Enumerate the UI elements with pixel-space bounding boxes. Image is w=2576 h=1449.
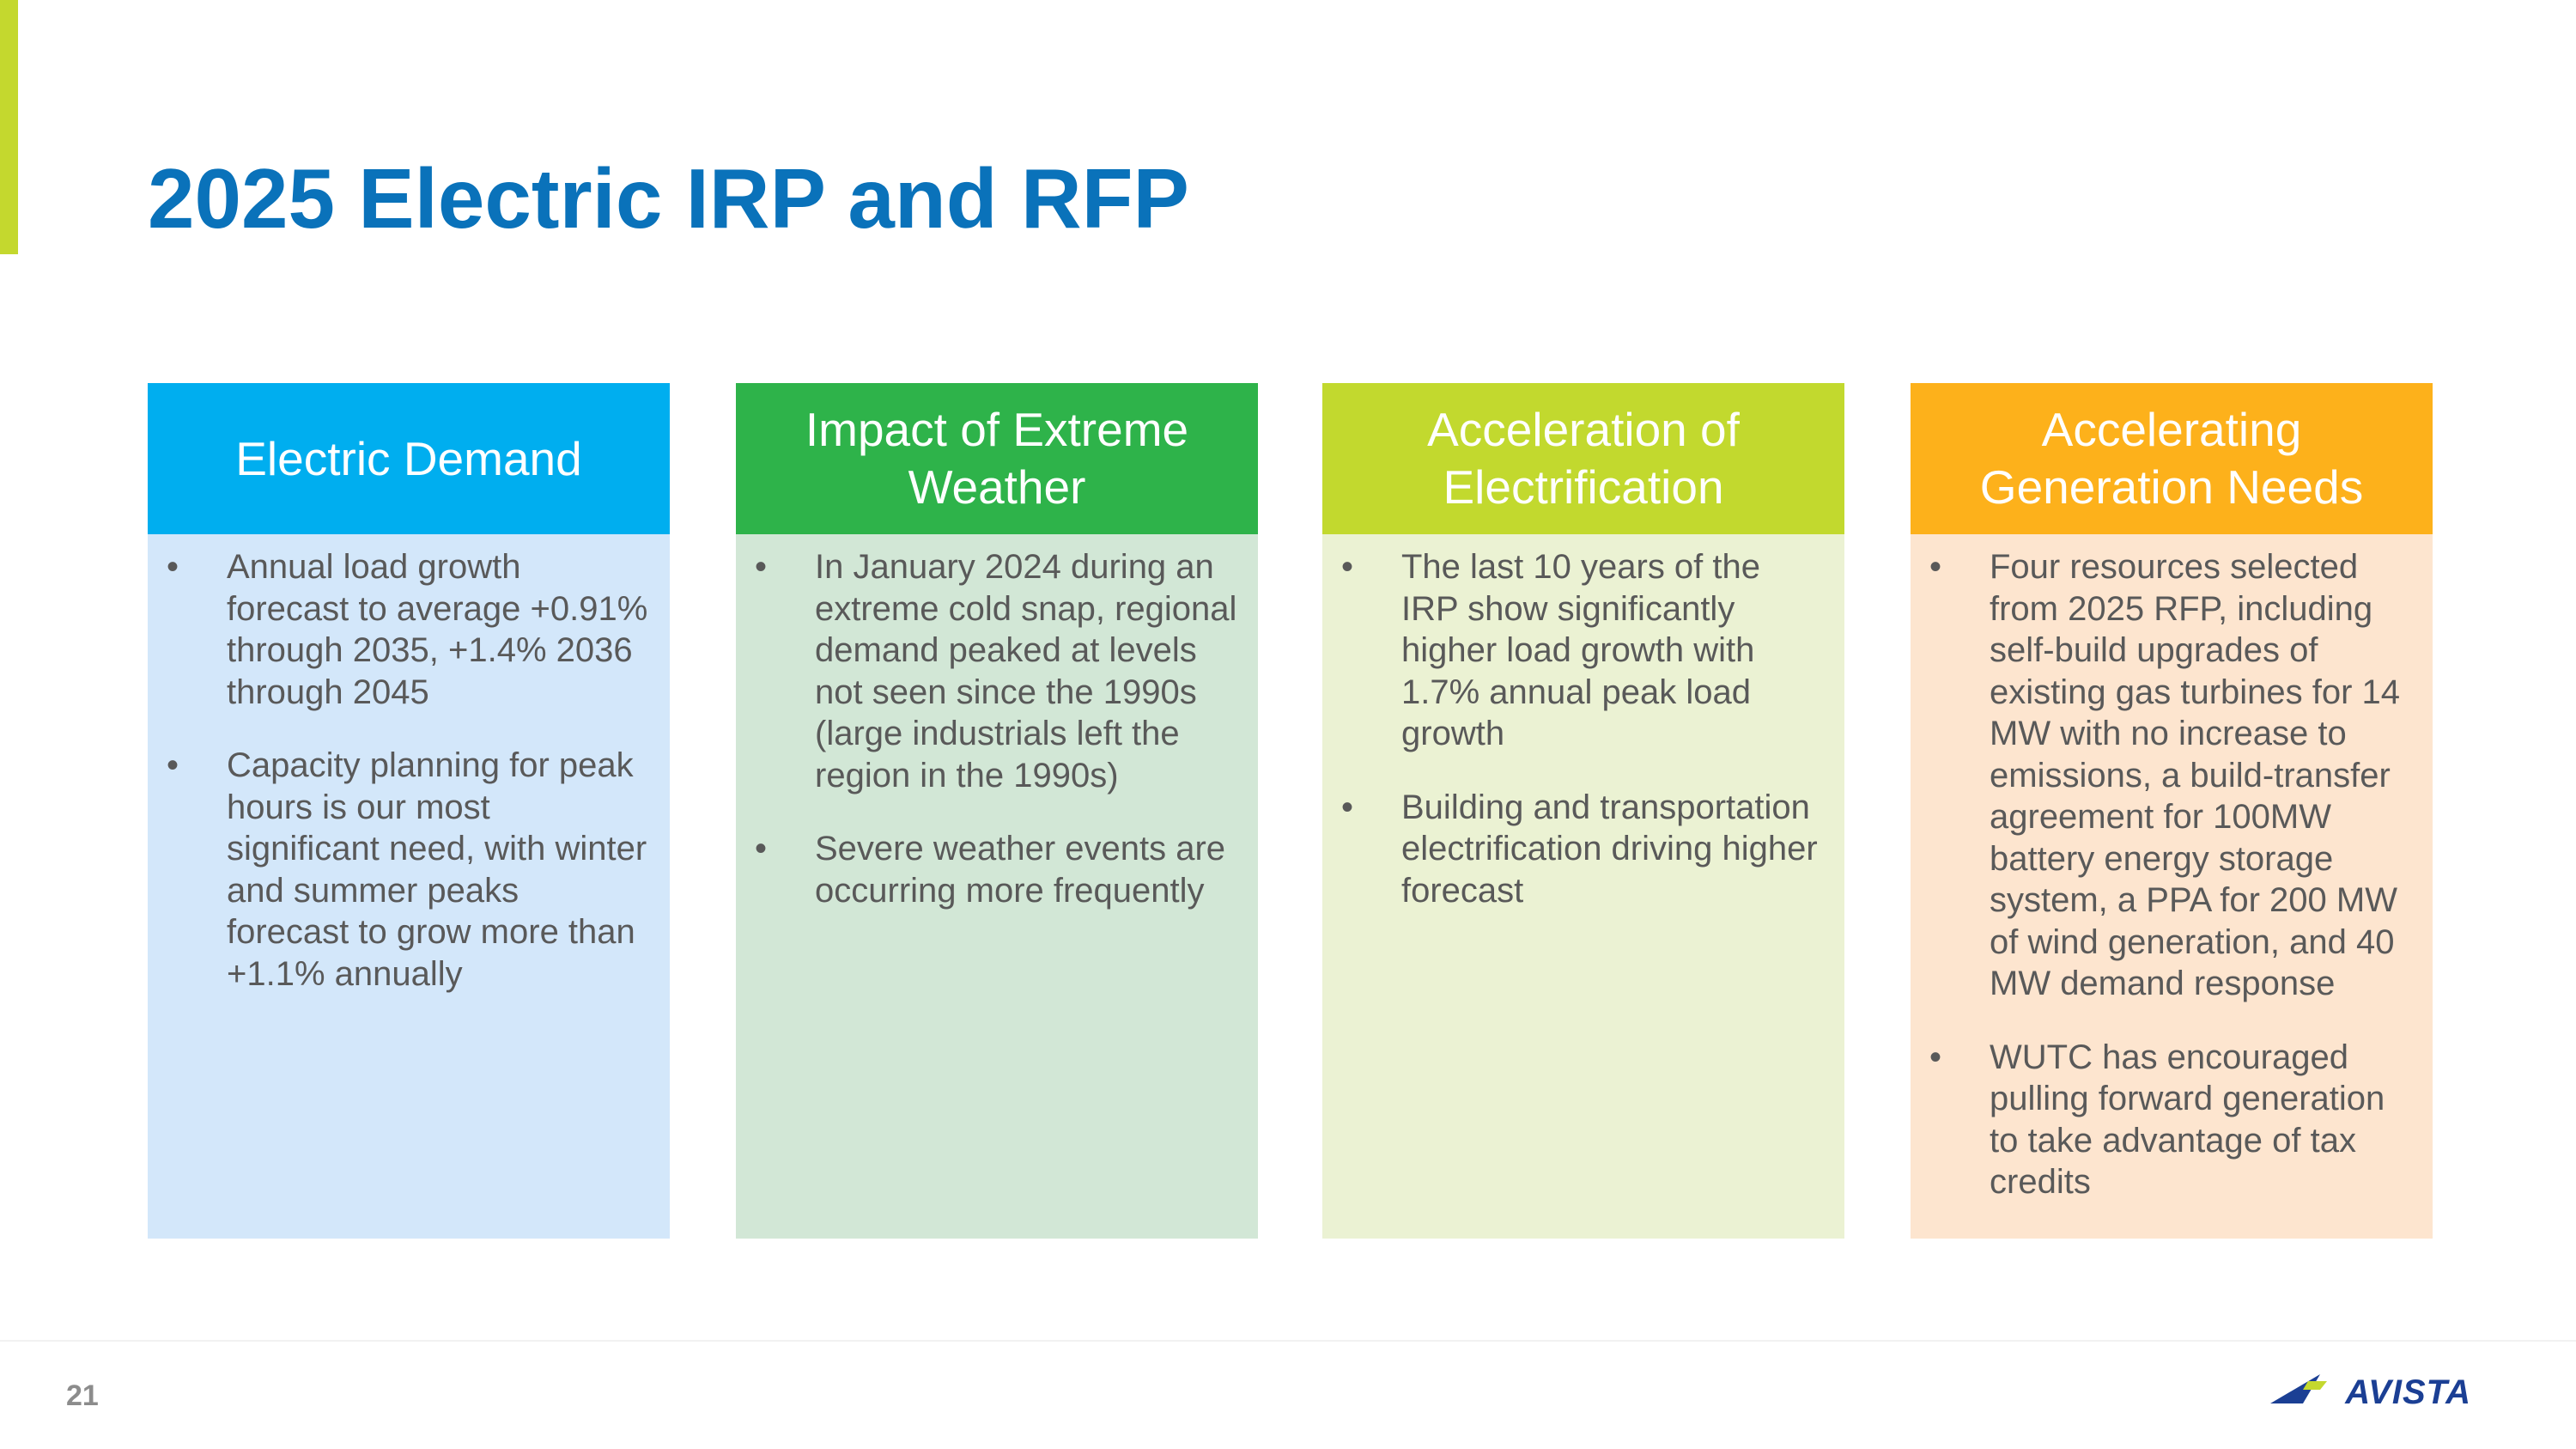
card-header: Impact of Extreme Weather — [736, 383, 1258, 534]
card-acceleration-of-electrification: Acceleration of Electrification • The la… — [1322, 383, 1844, 1239]
bullet-text: Severe weather events are occurring more… — [815, 830, 1226, 910]
card-title: Impact of Extreme Weather — [805, 403, 1189, 514]
bullet-item: • Annual load growth forecast to average… — [148, 546, 649, 713]
slide-title: 2025 Electric IRP and RFP — [148, 151, 1189, 246]
bullet-text: WUTC has encouraged pulling forward gene… — [1990, 1038, 2385, 1202]
page-number: 21 — [66, 1379, 99, 1412]
card-body: • In January 2024 during an extreme cold… — [736, 534, 1258, 1239]
card-header: Acceleration of Electrification — [1322, 383, 1844, 534]
bullet-list: • Annual load growth forecast to average… — [148, 546, 649, 995]
card-electric-demand: Electric Demand • Annual load growth for… — [148, 383, 670, 1239]
bullet-dot: • — [1929, 548, 1942, 586]
accent-bar — [0, 0, 18, 254]
card-title: Acceleration of Electrification — [1427, 403, 1740, 514]
bullet-text: In January 2024 during an extreme cold s… — [815, 548, 1237, 795]
logo-accent — [2303, 1381, 2327, 1390]
card-accelerating-generation-needs: Accelerating Generation Needs • Four res… — [1911, 383, 2433, 1239]
card-header: Accelerating Generation Needs — [1911, 383, 2433, 534]
bullet-item: • Four resources selected from 2025 RFP,… — [1911, 546, 2412, 1005]
bullet-item: • Severe weather events are occurring mo… — [736, 828, 1237, 911]
bullet-dot: • — [1929, 1038, 1942, 1076]
bullet-text: Four resources selected from 2025 RFP, i… — [1990, 548, 2401, 1002]
bullet-item: • The last 10 years of the IRP show sign… — [1322, 546, 1824, 755]
card-header: Electric Demand — [148, 383, 670, 534]
bullet-list: • The last 10 years of the IRP show sign… — [1322, 546, 1824, 911]
bullet-list: • In January 2024 during an extreme cold… — [736, 546, 1237, 911]
bullet-dot: • — [1341, 548, 1354, 586]
card-body: • Four resources selected from 2025 RFP,… — [1911, 534, 2433, 1239]
card-body: • The last 10 years of the IRP show sign… — [1322, 534, 1844, 1239]
bullet-dot: • — [755, 830, 768, 868]
card-title: Accelerating Generation Needs — [1979, 403, 2364, 514]
bullet-dot: • — [167, 746, 179, 784]
bullet-item: • WUTC has encouraged pulling forward ge… — [1911, 1037, 2412, 1203]
bullet-text: The last 10 years of the IRP show signif… — [1401, 548, 1761, 752]
bullet-dot: • — [755, 548, 768, 586]
bullet-item: • Capacity planning for peak hours is ou… — [148, 745, 649, 995]
card-body: • Annual load growth forecast to average… — [148, 534, 670, 1239]
bullet-item: • In January 2024 during an extreme cold… — [736, 546, 1237, 796]
bullet-dot: • — [1341, 788, 1354, 826]
bullet-dot: • — [167, 548, 179, 586]
bullet-text: Annual load growth forecast to average +… — [227, 548, 648, 711]
card-impact-of-extreme-weather: Impact of Extreme Weather • In January 2… — [736, 383, 1258, 1239]
logo-mark — [2270, 1374, 2320, 1403]
logo-wordmark: AVISTA — [2344, 1373, 2471, 1411]
avista-logo: AVISTA — [2270, 1373, 2471, 1411]
bullet-item: • Building and transportation electrific… — [1322, 787, 1824, 912]
bullet-text: Capacity planning for peak hours is our … — [227, 746, 647, 993]
footer-divider — [0, 1340, 2576, 1342]
bullet-list: • Four resources selected from 2025 RFP,… — [1911, 546, 2412, 1203]
card-title: Electric Demand — [235, 431, 582, 485]
bullet-text: Building and transportation electrificat… — [1401, 788, 1818, 910]
